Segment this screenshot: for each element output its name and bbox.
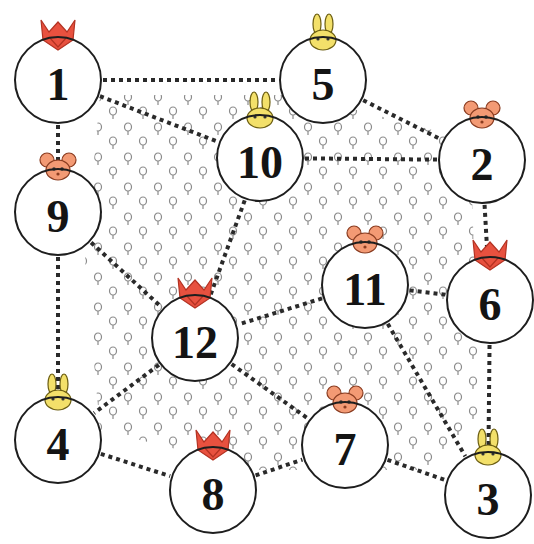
path-line [101,454,170,476]
dotted-path [58,257,59,395]
path-line [410,290,446,294]
rabbit-icon [475,429,501,465]
dotted-path [103,80,278,81]
node-discs [15,37,533,538]
node-circle: 2 [438,116,526,204]
node-circle: 4 [14,396,102,484]
mouse-icon [347,226,383,253]
node-disc [322,242,408,328]
path-line [94,365,159,413]
node-disc [302,402,388,488]
node-number: 6 [479,282,502,328]
dotted-path [305,158,437,159]
tree-texture [85,95,480,470]
node-circle: 1 [14,36,102,124]
node-number: 2 [471,142,494,188]
fox-icon [473,240,507,270]
dotted-path [363,100,442,140]
path-line [100,96,218,142]
path-line [210,200,244,295]
mouse-icon [464,101,500,128]
node-circle: 6 [446,256,534,344]
node-number: 3 [477,477,500,523]
node-circle: 8 [169,446,257,534]
node-number: 8 [202,472,225,518]
fox-icon [196,430,230,460]
node-number: 11 [343,267,386,313]
rabbit-icon [247,92,273,128]
node-disc [15,169,101,255]
rabbit-icon [45,374,71,410]
path-line [363,100,442,140]
node-circle: 5 [279,36,367,124]
path-line [488,345,489,450]
node-number: 4 [47,422,70,468]
node-circle: 7 [301,401,389,489]
dotted-path [94,365,159,413]
dotted-path [101,454,170,476]
node-circle: 11 [321,241,409,329]
dotted-path [232,364,309,419]
node-circle: 12 [151,294,239,382]
path-line [305,158,437,159]
fox-icon [178,278,212,308]
node-number: 7 [334,427,357,473]
path-line [91,242,162,307]
node-number: 5 [312,62,335,108]
dotted-path [410,290,446,294]
dotted-path [100,96,218,142]
dotted-path [91,242,162,307]
dotted-path [238,298,322,324]
node-number: 12 [172,320,218,366]
node-number: 9 [47,194,70,240]
path-line [103,78,278,82]
fox-icon [41,20,75,50]
node-circle: 9 [14,168,102,256]
node-circle: 3 [444,451,532,539]
path-line [387,460,445,480]
path-line [238,298,322,324]
mouse-icon [327,386,363,413]
path-line [56,257,60,395]
path-line [232,364,309,419]
node-number: 10 [237,140,283,186]
dotted-path [256,460,303,476]
dotted-path [387,460,445,480]
rabbit-icon [310,14,336,50]
node-number: 1 [47,62,70,108]
node-disc [439,117,525,203]
dotted-path [488,345,489,450]
node-circle: 10 [216,114,304,202]
mouse-icon [40,153,76,180]
dotted-path [388,324,466,456]
path-line [256,460,303,476]
dotted-path [210,200,244,295]
path-line [388,324,466,456]
